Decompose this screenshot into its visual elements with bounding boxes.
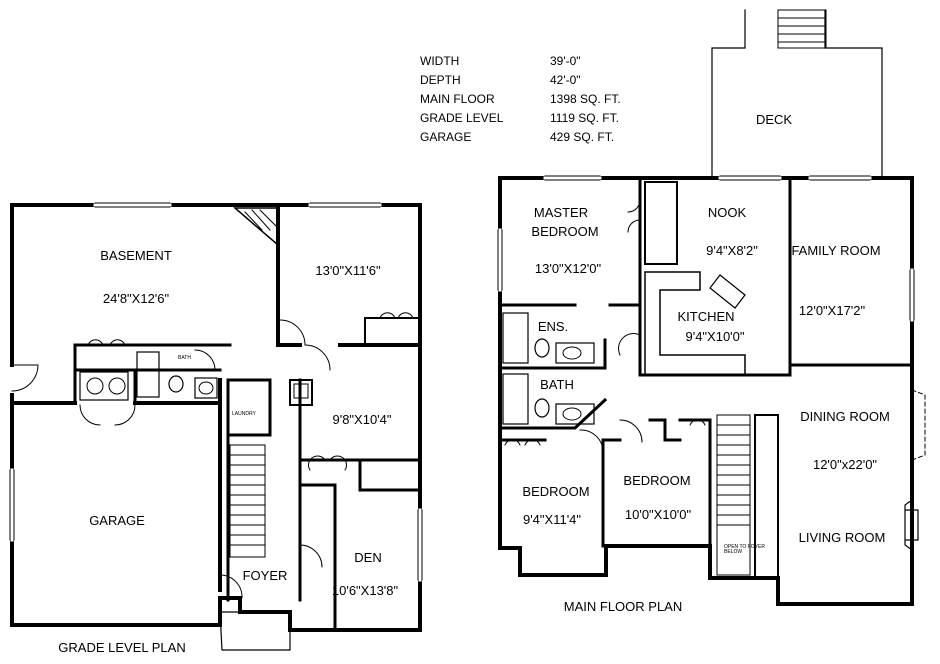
basement-size: 24'8"X12'6" [102,291,170,306]
living-room-label: LIVING ROOM [798,530,886,545]
deck-stair [777,9,827,49]
bedroom-left-size: 9'4"X11'4" [522,512,582,527]
grade-level-plan [9,202,423,651]
kitchen-size: 9'4"X10'0" [685,329,745,344]
den-size: 10'6"X13'8" [331,583,399,598]
bedroom-mid-size: 10'0"X10'0" [624,507,692,522]
foyer-label: FOYER [242,568,288,583]
stair-note: OPEN TO FOYER BELOW [724,544,765,555]
den-label: DEN [354,550,382,565]
grade-stair [229,444,266,558]
deck-outline [711,9,883,179]
grade-exterior-wall [10,203,422,632]
laundry-label: LAUNDRY [232,411,256,417]
spec-label: GARAGE [420,130,472,144]
nook-size: 9'4"X8'2" [706,243,758,258]
master-label-line2: BEDROOM [531,224,599,239]
room-ne-size: 13'0"X11'6" [315,263,381,278]
main-stair [716,414,751,576]
fireplace [904,499,919,551]
family-room-label: FAMILY ROOM [791,243,881,258]
dining-bay-window [911,389,926,461]
spec-value: 39'-0" [550,54,581,68]
door-arc [11,364,39,392]
dining-room-size: 12'0"x22'0" [812,457,878,472]
grade-plan-title: GRADE LEVEL PLAN [58,640,186,655]
spec-value: 1119 SQ. FT. [550,111,619,125]
spec-value: 1398 SQ. FT. [550,92,621,106]
spec-label: DEPTH [420,73,461,87]
kitchen-label: KITCHEN [677,309,735,324]
dining-room-label: DINING ROOM [800,409,890,424]
spec-label: WIDTH [420,54,460,68]
spec-label: GRADE LEVEL [420,111,504,125]
spec-label: MAIN FLOOR [420,92,495,106]
nook-label: NOOK [707,205,747,220]
grade-bath-label: BATH [178,355,191,361]
room-e-size: 9'8"X10'4" [332,412,392,427]
main-plan-title: MAIN FLOOR PLAN [563,599,683,614]
grade-bath-tub [136,351,160,398]
laundry-room [226,378,272,437]
bedroom-left-label: BEDROOM [522,484,590,499]
ensuite-label: ENS. [537,319,569,334]
master-size: 13'0"X12'0" [534,261,602,276]
basement-label: BASEMENT [100,248,172,263]
spec-value: 429 SQ. FT. [550,130,615,144]
grade-bath-toilet [168,375,184,393]
grade-top-stair [232,207,279,247]
garage-label: GARAGE [89,513,145,528]
main-floor-plan [497,9,926,606]
spec-value: 42'-0" [550,73,581,87]
entry-porch [219,611,291,651]
family-room-size: 12'0"X17'2" [798,303,866,318]
main-bath-label: BATH [540,377,574,392]
bedroom-mid-label: BEDROOM [623,473,691,488]
deck-label: DECK [755,112,793,127]
master-label-line1: MASTER [533,205,589,220]
